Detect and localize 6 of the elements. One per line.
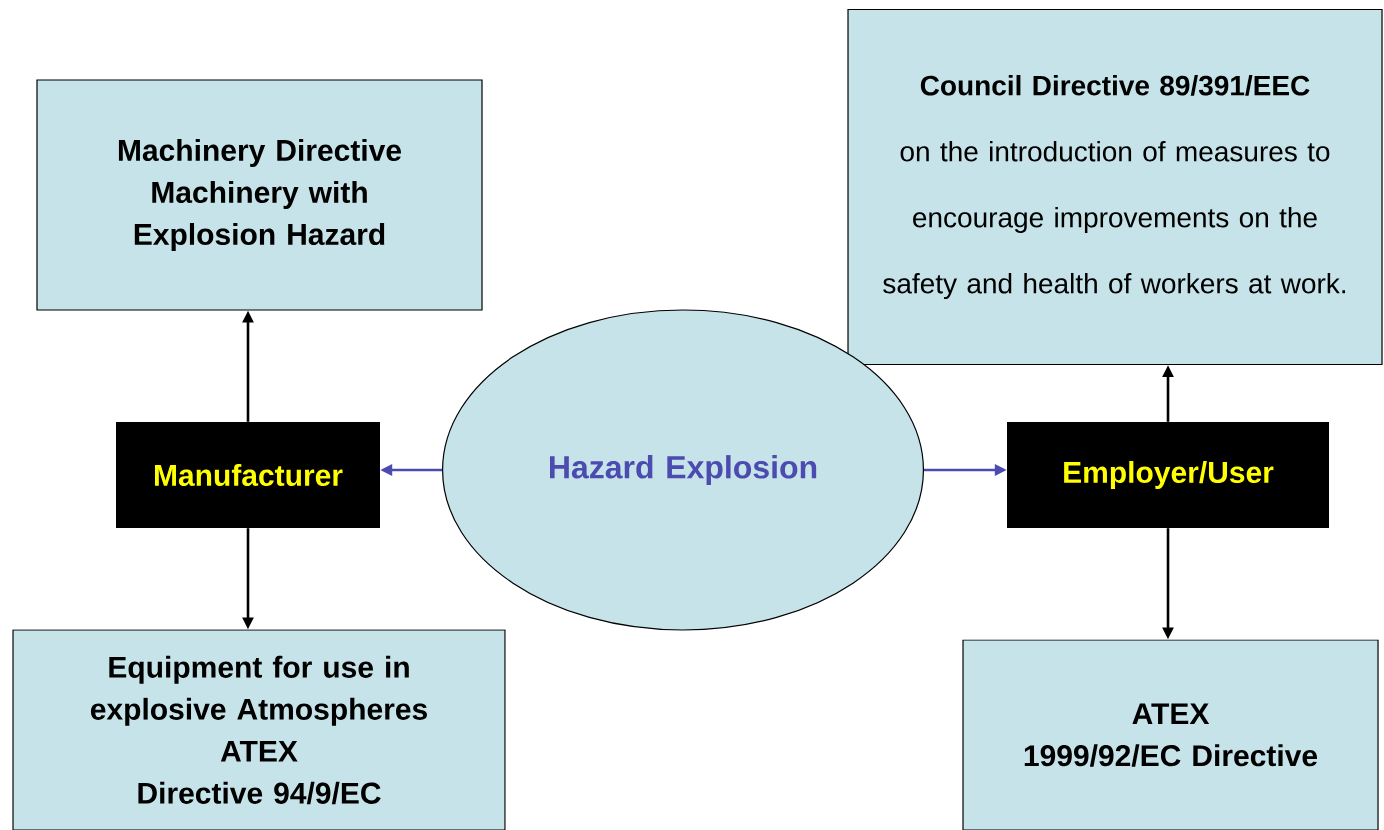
directive-box: Machinery Directive Machinery with Explosion Hazard — [36, 79, 483, 311]
role-box: Manufacturer — [116, 422, 380, 528]
directive-box: Council Directive 89/391/EEC on the introduction of measures to encourage improvements on the safety and health of workers at work. — [847, 8, 1383, 366]
directive-box: ATEX 1999/92/EC Directive — [962, 639, 1379, 830]
directive-box: Equipment for use in explosive Atmospheres ATEX Directive 94/9/EC — [12, 629, 506, 830]
role-box: Employer/User — [1007, 422, 1329, 528]
